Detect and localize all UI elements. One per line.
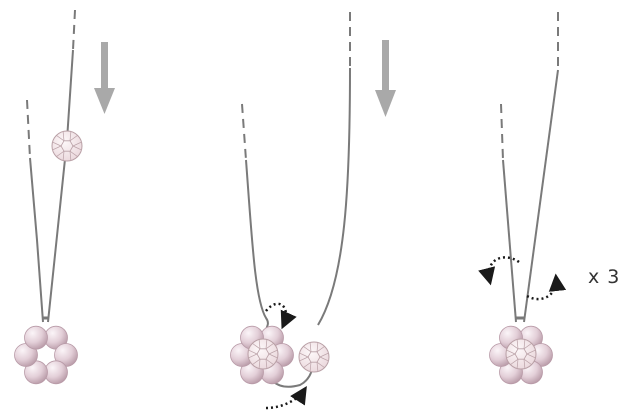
thread [245,159,269,346]
thread [29,157,44,323]
crystal-bead [51,130,83,162]
thread [502,159,517,323]
crystal-body [298,341,330,373]
dotted-arrow-icon [265,386,307,410]
down-arrow-icon [375,40,396,117]
pearl-bead [44,360,68,385]
center-crystal-bead [505,338,537,370]
thread [317,67,351,326]
thread-end-dashed [241,103,247,161]
crystal-body [51,130,83,162]
pearl-ring [14,325,78,385]
step-3 [478,12,567,385]
crystal-body [505,338,537,370]
twist-arrow-icon [526,273,567,301]
center-crystal-bead [247,338,279,370]
down-arrow-icon [94,42,115,114]
pearl-bead [24,325,48,350]
step-2 [230,12,396,410]
thread-end-dashed [72,9,76,51]
twist-arrow-icon [478,256,520,286]
crystal-body [247,338,279,370]
repeat-count-label: x 3 [588,266,621,288]
thread-end-dashed [26,99,31,159]
thread [47,49,74,323]
crystal-bead [298,341,330,373]
dotted-arrow-icon [265,302,297,330]
thread-end-dashed [500,103,504,161]
step-1 [14,9,115,385]
thread [523,69,559,323]
